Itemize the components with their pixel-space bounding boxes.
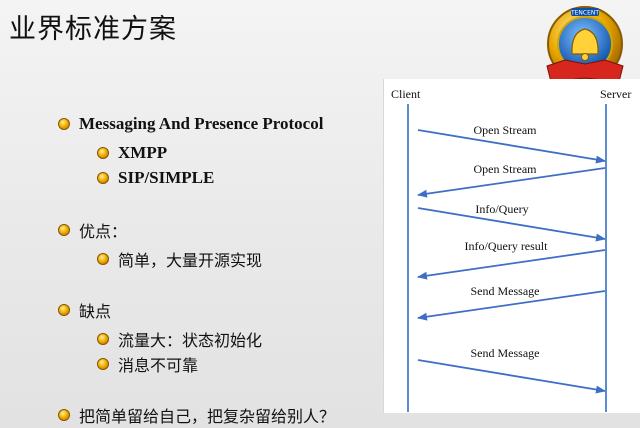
bullet-item: 把简单留给自己，把复杂留给别人？: [58, 403, 335, 427]
bullet-text: 缺点: [79, 302, 112, 321]
bullet-item: 缺点: [58, 298, 111, 322]
bullet-icon: [58, 304, 70, 316]
bullet-item: Messaging And Presence Protocol: [58, 114, 323, 134]
bullet-item: XMPP: [97, 143, 167, 163]
bullet-item: 简单，大量开源实现: [97, 247, 262, 271]
slide-title: 业界标准方案: [9, 14, 177, 45]
bullet-icon: [97, 172, 109, 184]
message-label: Send Message: [471, 346, 540, 360]
message: Send Message: [417, 346, 606, 394]
bullet-item: 流量大：状态初始化: [97, 327, 262, 351]
arrow-to-server: [417, 359, 606, 394]
sequence-diagram: Client Server Open Stream Open Stream In…: [383, 79, 640, 413]
message-label: Send Message: [471, 284, 540, 298]
message-label: Open Stream: [474, 162, 538, 176]
bullet-text: SIP/SIMPLE: [118, 168, 215, 187]
message: Info/Query: [417, 202, 606, 242]
arrow-to-server: [417, 129, 606, 164]
arrow-to-client: [417, 290, 606, 321]
bullet-text: 优点：: [79, 222, 128, 241]
bullet-icon: [58, 224, 70, 236]
bullet-icon: [97, 333, 109, 345]
tencent-logo: TENCENT: [546, 6, 624, 83]
bullet-text: 简单，大量开源实现: [118, 251, 263, 270]
bullet-text: 把简单留给自己，把复杂留给别人？: [79, 407, 336, 426]
message: Open Stream: [417, 123, 606, 164]
bullet-item: 消息不可靠: [97, 352, 198, 376]
client-label: Client: [391, 87, 421, 101]
message: Open Stream: [417, 162, 606, 198]
message: Send Message: [417, 284, 606, 321]
bullet-text: 消息不可靠: [118, 356, 199, 375]
message-label: Open Stream: [474, 123, 538, 137]
bullet-icon: [58, 409, 70, 421]
bullet-text: Messaging And Presence Protocol: [79, 114, 324, 133]
message-label: Info/Query: [475, 202, 528, 216]
bullet-text: 流量大：状态初始化: [118, 331, 263, 350]
bullet-icon: [97, 358, 109, 370]
bullet-icon: [97, 147, 109, 159]
bullet-item: SIP/SIMPLE: [97, 168, 214, 188]
bullet-list: Messaging And Presence Protocol XMPP SIP…: [58, 114, 335, 427]
bullet-icon: [58, 118, 70, 130]
message: Info/Query result: [417, 239, 606, 280]
server-label: Server: [600, 87, 631, 101]
bullet-item: 优点：: [58, 218, 127, 242]
arrow-to-server: [417, 207, 606, 242]
bullet-text: XMPP: [118, 143, 168, 162]
bullet-icon: [97, 253, 109, 265]
message-label: Info/Query result: [465, 239, 549, 253]
svg-text:TENCENT: TENCENT: [570, 10, 599, 17]
arrow-to-client: [417, 167, 606, 198]
arrow-to-client: [417, 249, 606, 280]
